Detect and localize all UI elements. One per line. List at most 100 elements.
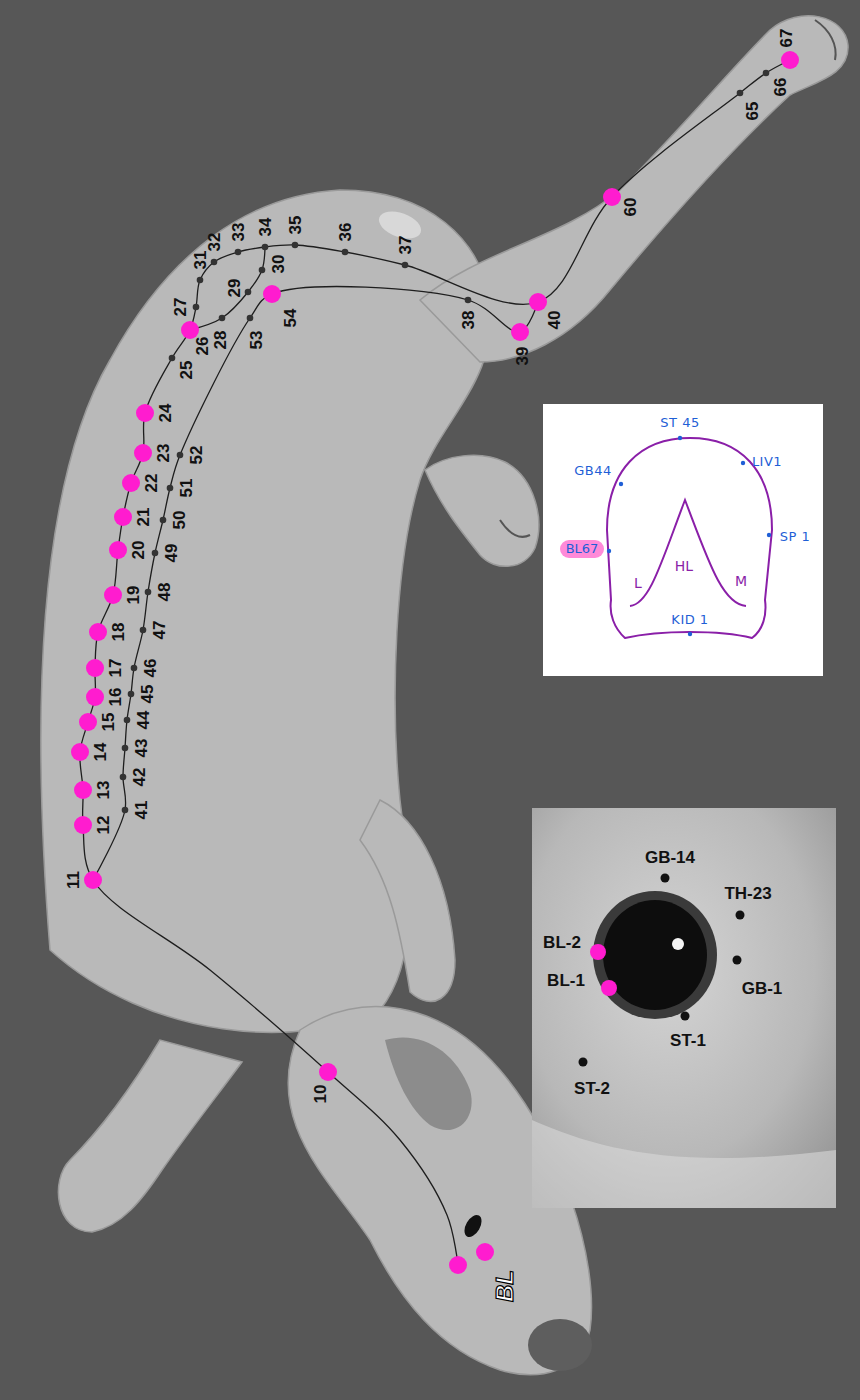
highlighted-point — [529, 293, 547, 311]
point-dot — [211, 259, 218, 266]
point-dot — [247, 315, 254, 322]
callout-number: 10 — [312, 1085, 329, 1104]
point-dot — [245, 289, 252, 296]
point-label: ST-2 — [574, 1080, 610, 1097]
highlighted-point — [781, 51, 799, 69]
point-dot — [122, 745, 129, 752]
callout-number: 42 — [131, 768, 148, 787]
point-label: BL-2 — [543, 934, 581, 951]
callout-number: 36 — [337, 223, 354, 242]
point-label: ST-1 — [670, 1032, 706, 1049]
point-dot — [145, 589, 152, 596]
highlighted-point — [122, 474, 140, 492]
callout-number: 21 — [135, 508, 152, 527]
callout-number: 54 — [282, 309, 299, 328]
highlight-pill: BL67 — [560, 540, 605, 558]
callout-number: 65 — [744, 102, 761, 121]
callout-number: 31 — [192, 251, 209, 270]
point-label: BL-1 — [547, 972, 585, 989]
callout-number: 48 — [156, 583, 173, 602]
hoof-label: ST 45 — [660, 416, 699, 429]
node-text: BL67 — [566, 542, 599, 556]
callout-number: 19 — [125, 586, 142, 605]
meridian-line — [93, 287, 538, 880]
point-dot — [169, 355, 176, 362]
point-dot — [262, 244, 269, 251]
highlighted-point — [71, 743, 89, 761]
callout-number: 49 — [163, 544, 180, 563]
highlighted-point — [449, 1256, 467, 1274]
highlighted-point — [263, 285, 281, 303]
callout-number: 17 — [107, 659, 124, 678]
highlighted-point — [476, 1243, 494, 1261]
highlighted-point — [86, 659, 104, 677]
hoof-label: SP 1 — [780, 530, 811, 543]
meridian-name: BL — [493, 1270, 517, 1302]
callout-number: 13 — [95, 781, 112, 800]
callout-number: 11 — [65, 871, 82, 889]
highlighted-point — [86, 688, 104, 706]
callout-number: 67 — [778, 29, 795, 48]
callout-number: 14 — [92, 743, 109, 762]
point-label: GB-1 — [742, 980, 783, 997]
point-dot — [167, 485, 174, 492]
meridian-line — [190, 247, 265, 330]
callout-number: 34 — [257, 218, 274, 237]
callout-number: 15 — [100, 713, 117, 732]
hoof-label: LIV1 — [752, 455, 782, 468]
point-label: GB-14 — [645, 849, 695, 866]
hoof-label: HL — [675, 559, 693, 573]
point-dot — [152, 550, 159, 557]
callout-number: 50 — [171, 511, 188, 530]
callout-number: 38 — [460, 311, 477, 330]
highlighted-point — [84, 871, 102, 889]
hoof-label: KID 1 — [671, 613, 708, 626]
hoof-label: L — [634, 576, 642, 590]
callout-number: 35 — [287, 216, 304, 235]
point-dot — [128, 691, 135, 698]
callout-number: 26 — [194, 337, 211, 356]
point-dot — [131, 665, 138, 672]
highlighted-point — [134, 444, 152, 462]
callout-number: 66 — [772, 78, 789, 97]
callout-number: 30 — [270, 255, 287, 274]
highlighted-point — [319, 1063, 337, 1081]
callout-number: 44 — [135, 711, 152, 730]
callout-number: 43 — [133, 739, 150, 758]
point-dot — [160, 517, 167, 524]
callout-number: 60 — [622, 198, 639, 217]
callout-number: 27 — [172, 298, 189, 317]
point-dot — [465, 297, 472, 304]
hoof-label: GB44 — [574, 464, 612, 477]
point-dot — [219, 315, 226, 322]
callout-number: 25 — [178, 361, 195, 380]
point-dot — [120, 774, 127, 781]
callout-number: 22 — [143, 474, 160, 493]
highlighted-point — [603, 188, 621, 206]
callout-number: 53 — [248, 331, 265, 350]
callout-number: 47 — [151, 621, 168, 640]
callout-number: 29 — [226, 279, 243, 298]
point-dot — [124, 717, 131, 724]
callout-number: 18 — [110, 623, 127, 642]
highlighted-point — [74, 816, 92, 834]
callout-number: 24 — [157, 404, 174, 423]
point-dot — [193, 304, 200, 311]
highlighted-point — [511, 323, 529, 341]
highlighted-point — [114, 508, 132, 526]
callout-number: 33 — [230, 223, 247, 242]
point-dot — [402, 262, 409, 269]
point-dot — [140, 627, 147, 634]
callout-number: 39 — [514, 347, 531, 366]
callout-number: 37 — [397, 236, 414, 255]
callout-number: 41 — [133, 801, 150, 820]
callout-number: 16 — [107, 688, 124, 707]
meridian-line — [80, 60, 790, 1265]
point-dot — [763, 70, 770, 77]
point-dot — [292, 242, 299, 249]
callout-number: 28 — [212, 331, 229, 350]
highlighted-point — [104, 586, 122, 604]
callout-number: 51 — [178, 479, 195, 498]
